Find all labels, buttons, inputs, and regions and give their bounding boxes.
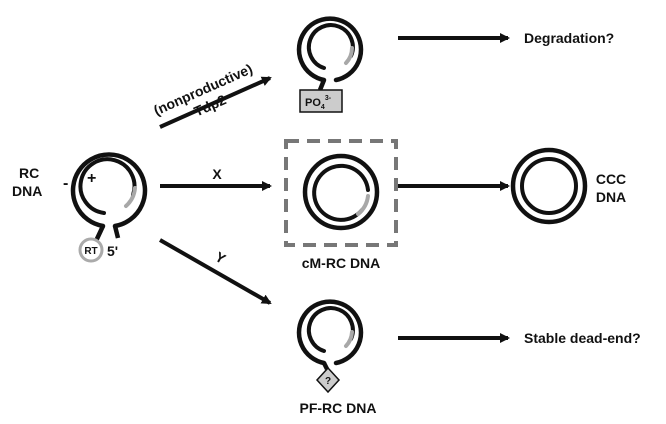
cm-rc-inner-strand [312,163,370,222]
rc-minus-strand [70,152,148,229]
rt-protein-label: RT [84,246,97,257]
pf-rc-molecule [296,299,364,371]
cm-rc-dna-label: cM-RC DNA [302,255,381,271]
top-tail [317,79,327,91]
top-outer-strand [296,16,364,83]
unknown-end-label: ? [325,376,331,387]
rt-protein: RT [78,237,104,263]
step-x-label: X [212,166,222,182]
pf-rc-dna-label: PF-RC DNA [300,400,377,416]
rc-tail-5prime [112,225,121,239]
step-y-label: Y [212,248,229,267]
pf-rc-tail [321,361,330,371]
cm-rc-molecule [302,153,380,231]
pf-rc-inner-strand [306,306,355,353]
phosphate-box [299,89,343,113]
pf-rc-outer-strand [296,299,364,366]
pf-rc-gap-segment [344,330,354,348]
phosphate-end-box: PO43- [299,89,343,113]
top-inner-strand [306,23,355,70]
five-prime-label: 5' [107,243,118,259]
rc-dna-molecule [70,152,148,242]
cm-rc-gap-segment [356,194,370,216]
arrow-to-bottom [159,238,272,305]
ccc-outer-strand [510,147,588,225]
plus-strand-label: + [87,170,96,187]
dead-end-label: Stable dead-end? [524,330,641,346]
rt-protein-circle [78,237,104,263]
unknown-end-shape [315,366,341,394]
unknown-end-diamond: ? [315,366,341,394]
ccc-label-line2: DNA [596,189,626,205]
tdp2-product-molecule [296,16,364,91]
degradation-label: Degradation? [524,30,614,46]
cm-rc-dashed-box [284,139,398,247]
rc-dna-label-line2: DNA [12,183,42,199]
rc-gap-segment [124,186,137,208]
rc-dna-label-line1: RC [19,165,39,181]
ccc-inner-strand [520,157,578,215]
rc-plus-strand [78,157,137,215]
ccc-label-line1: CCC [596,171,626,187]
rc-tail [93,225,106,242]
phosphate-label: PO43- [305,95,332,111]
minus-strand-label: - [63,175,68,192]
arrow-to-top [159,76,272,129]
ccc-dna-molecule [510,147,588,225]
cm-rc-outer-strand [302,153,380,231]
top-gap-segment [344,46,354,65]
